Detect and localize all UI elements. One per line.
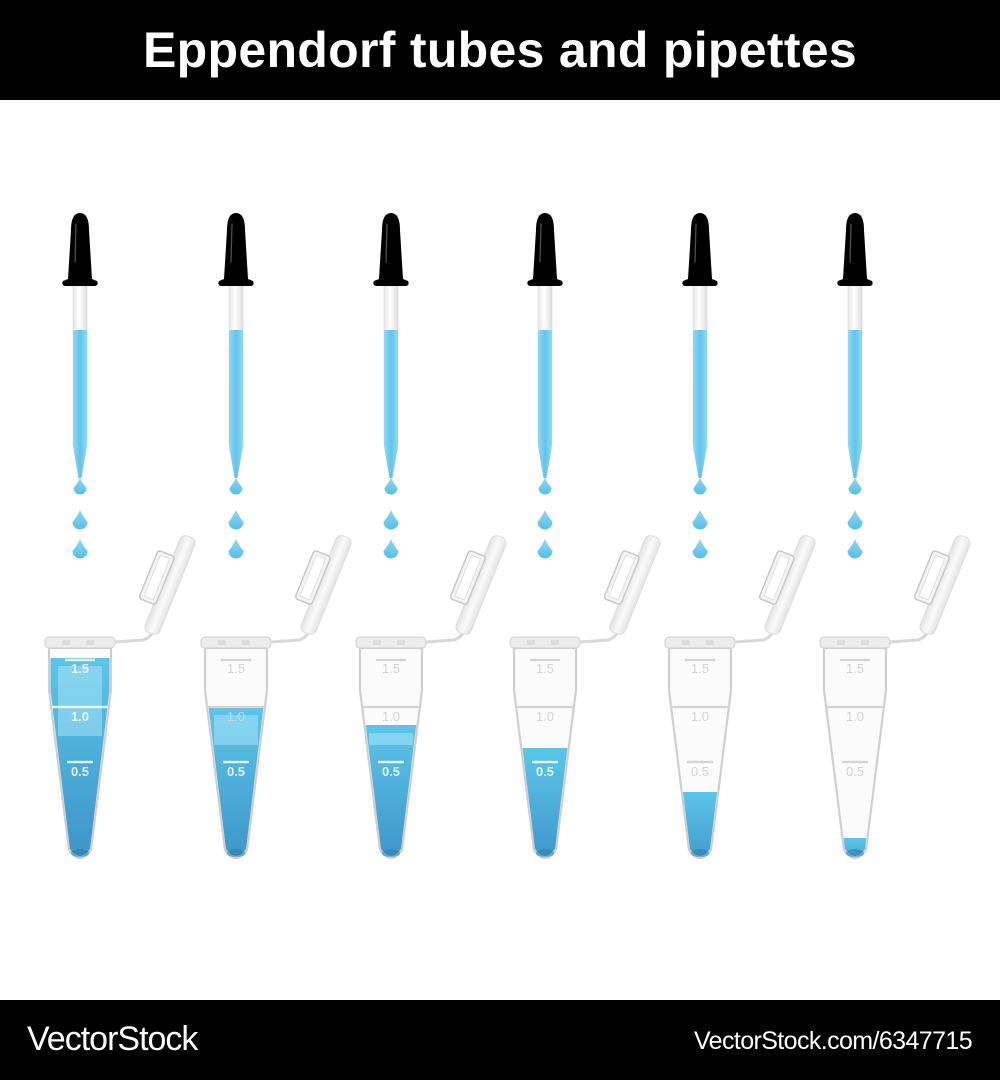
- graduation-label: 0.5: [536, 764, 554, 779]
- footer-bar: VectorStock VectorStock.com/6347715: [0, 1000, 1000, 1080]
- dropper-icon: [62, 213, 98, 478]
- droplet-icon: [692, 539, 708, 559]
- graduation-mark: [840, 658, 870, 662]
- tube-cap: [425, 535, 507, 644]
- droplet-icon: [384, 477, 398, 495]
- graduation-mark: [685, 658, 715, 662]
- pipette-tube-unit-2: 1.5 1.0 0.5: [200, 213, 352, 860]
- droplet-icon: [72, 510, 88, 530]
- droplet-icon: [228, 539, 244, 559]
- tube-cap: [734, 535, 816, 644]
- graduation-label: 1.5: [382, 661, 400, 676]
- graduation-label: 1.0: [71, 709, 89, 724]
- graduation-mark: [532, 760, 558, 764]
- microcentrifuge-tube-icon: 1.5 1.0 0.5: [819, 535, 971, 860]
- graduation-mark: [52, 705, 108, 709]
- tube-cap: [889, 535, 971, 644]
- graduation-mark: [378, 760, 404, 764]
- graduation-mark: [363, 705, 419, 709]
- graduation-label: 1.0: [846, 709, 864, 724]
- microcentrifuge-tube-icon: 1.5 1.0 0.5: [355, 535, 507, 860]
- dropper-icon: [837, 213, 873, 478]
- title-bar: Eppendorf tubes and pipettes: [0, 0, 1000, 100]
- graduation-mark: [842, 760, 868, 764]
- tube-cap: [270, 535, 352, 644]
- pipette-tube-unit-4: 1.5 1.0 0.5: [509, 213, 661, 860]
- graduation-mark: [687, 760, 713, 764]
- droplet-icon: [228, 510, 244, 530]
- graduation-label: 1.0: [536, 709, 554, 724]
- tube-cap: [114, 535, 196, 644]
- pipettes-and-tubes-illustration: 1.51.00.51.51.00.51.51.00.51.51.00.51.51…: [44, 213, 971, 860]
- graduation-mark: [208, 705, 264, 709]
- dropper-icon: [682, 213, 718, 478]
- droplet-icon: [848, 477, 862, 495]
- graduation-label: 1.5: [691, 661, 709, 676]
- droplet-icon: [383, 539, 399, 559]
- pipette-tube-unit-5: 1.5 1.0 0.5: [664, 213, 816, 860]
- graduation-label: 1.5: [536, 661, 554, 676]
- droplet-icon: [537, 539, 553, 559]
- graduation-label: 1.5: [71, 661, 89, 676]
- graduation-mark: [827, 705, 883, 709]
- droplet-icon: [229, 477, 243, 495]
- graduation-label: 0.5: [846, 764, 864, 779]
- droplet-icon: [847, 539, 863, 559]
- graduation-label: 1.0: [382, 709, 400, 724]
- pipette-tube-unit-3: 1.5 1.0 0.5: [355, 213, 507, 860]
- liquid-fill: [670, 792, 730, 856]
- pipette-tube-unit-1: 1.5 1.0 0.5: [44, 213, 196, 860]
- droplet-icon: [383, 510, 399, 530]
- image-reference: VectorStock.com/6347715: [693, 1027, 973, 1055]
- dropper-icon: [218, 213, 254, 478]
- pipette-tube-unit-6: 1.5 1.0 0.5: [819, 213, 971, 860]
- microcentrifuge-tube-icon: 1.5 1.0 0.5: [44, 535, 196, 860]
- graduation-mark: [221, 658, 251, 662]
- droplet-icon: [537, 510, 553, 530]
- graduation-label: 0.5: [71, 764, 89, 779]
- graduation-mark: [376, 658, 406, 662]
- graduation-label: 1.5: [227, 661, 245, 676]
- droplet-icon: [72, 539, 88, 559]
- graduation-label: 0.5: [691, 764, 709, 779]
- microcentrifuge-tube-icon: 1.5 1.0 0.5: [200, 535, 352, 860]
- droplet-icon: [73, 477, 87, 495]
- microcentrifuge-tube-icon: 1.5 1.0 0.5: [509, 535, 661, 860]
- graduation-mark: [223, 760, 249, 764]
- graduation-mark: [65, 658, 95, 662]
- microcentrifuge-tube-icon: 1.5 1.0 0.5: [664, 535, 816, 860]
- graduation-mark: [67, 760, 93, 764]
- tube-cap: [579, 535, 661, 644]
- page-title: Eppendorf tubes and pipettes: [143, 22, 857, 78]
- graduation-label: 1.0: [227, 709, 245, 724]
- droplet-icon: [693, 477, 707, 495]
- graduation-mark: [672, 705, 728, 709]
- droplet-icon: [847, 510, 863, 530]
- droplet-icon: [692, 510, 708, 530]
- graduation-mark: [530, 658, 560, 662]
- dropper-icon: [527, 213, 563, 478]
- graduation-label: 0.5: [382, 764, 400, 779]
- dropper-icon: [373, 213, 409, 478]
- brand-logo-text: VectorStock: [27, 1020, 198, 1058]
- graduation-label: 1.5: [846, 661, 864, 676]
- graduation-label: 1.0: [691, 709, 709, 724]
- droplet-icon: [538, 477, 552, 495]
- graduation-mark: [517, 705, 573, 709]
- graduation-label: 0.5: [227, 764, 245, 779]
